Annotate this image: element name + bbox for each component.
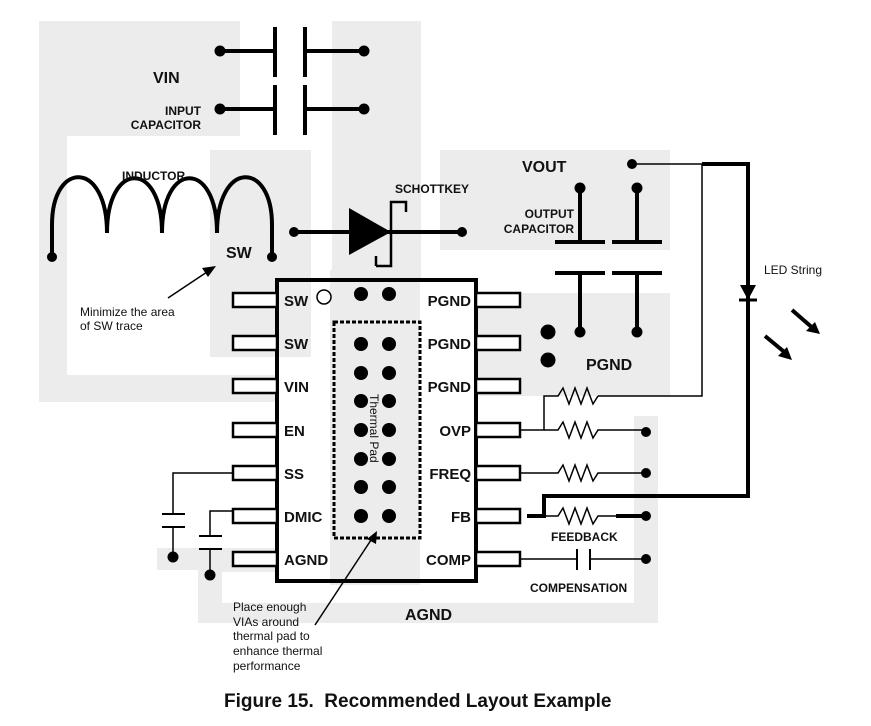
thermal-vias [354, 287, 396, 523]
compensation-capacitor [520, 549, 645, 570]
inductor-label: INDUCTOR [122, 169, 185, 183]
pin-label-right-5: FREQ [429, 466, 471, 483]
output-capacitors [540, 182, 662, 368]
pin1-marker [316, 289, 332, 305]
agnd-right-vias [641, 427, 651, 564]
sw-note-line-2: of SW trace [80, 319, 143, 333]
ovp-resistors [520, 385, 645, 441]
agnd-copper-area [157, 416, 658, 623]
pin-label-right-3: PGND [428, 379, 472, 396]
feedback-label: FEEDBACK [551, 530, 618, 544]
figure-caption: Figure 15. Recommended Layout Example [224, 691, 612, 712]
pin-label-left-5: SS [284, 466, 304, 483]
input-capacitor-label-2: CAPACITOR [131, 118, 202, 132]
schottky-label: SCHOTTKEY [395, 182, 469, 196]
annotation-arrows [167, 266, 377, 626]
vin-label: VIN [153, 70, 180, 87]
pin-label-right-1: PGND [428, 293, 472, 310]
input-capacitor-label-1: INPUT [165, 104, 202, 118]
pin-label-right-7: COMP [426, 552, 471, 569]
thermal-copper-area [330, 270, 420, 585]
output-capacitor-label-1: OUTPUT [525, 207, 575, 221]
feedback-resistor [544, 505, 645, 527]
output-capacitor-label-2: CAPACITOR [504, 222, 575, 236]
vias-note-line-3: thermal pad to [233, 629, 310, 643]
pin-label-left-7: AGND [284, 552, 328, 569]
led-string-label: LED String [764, 263, 822, 277]
pin-label-left-1: SW [284, 293, 309, 310]
pin-label-right-6: FB [451, 509, 471, 526]
sw-region-label: SW [226, 245, 253, 262]
input-capacitors [214, 27, 370, 135]
freq-resistor [520, 462, 645, 484]
thermal-pad-label: Thermal Pad [367, 394, 381, 463]
pin-label-left-6: DMIC [284, 509, 322, 526]
vin-copper-area [39, 21, 275, 402]
vout-label: VOUT [522, 159, 567, 176]
inductor-symbol [47, 175, 277, 262]
vout-wiring [527, 159, 750, 518]
thermal-pad-outline [332, 320, 422, 540]
pin-label-right-4: OVP [439, 423, 471, 440]
ss-dmic-capacitors [162, 472, 233, 581]
vias-note-line-4: enhance thermal [233, 644, 322, 658]
compensation-label: COMPENSATION [530, 581, 627, 595]
pgnd-copper-area [478, 293, 670, 396]
labels: VIN INPUT CAPACITOR INDUCTOR SW Minimize… [80, 70, 822, 712]
left-pin-stubs [231, 291, 279, 568]
pin-label-left-2: SW [284, 336, 309, 353]
vias-note-line-2: VIAs around [233, 615, 299, 629]
vias-note-line-5: performance [233, 659, 301, 673]
schottky-diode-symbol [289, 200, 467, 268]
agnd-label: AGND [405, 607, 452, 624]
right-pin-stubs [474, 291, 522, 568]
ic-package [231, 278, 522, 583]
vias-note-line-1: Place enough [233, 600, 306, 614]
vin-right-copper-area [332, 21, 421, 281]
pin-label-left-4: EN [284, 423, 305, 440]
pgnd-label: PGND [586, 357, 632, 374]
pin-label-left-3: VIN [284, 379, 309, 396]
led-symbol [739, 285, 820, 360]
sw-note-line-1: Minimize the area [80, 305, 175, 319]
pin-label-right-2: PGND [428, 336, 472, 353]
